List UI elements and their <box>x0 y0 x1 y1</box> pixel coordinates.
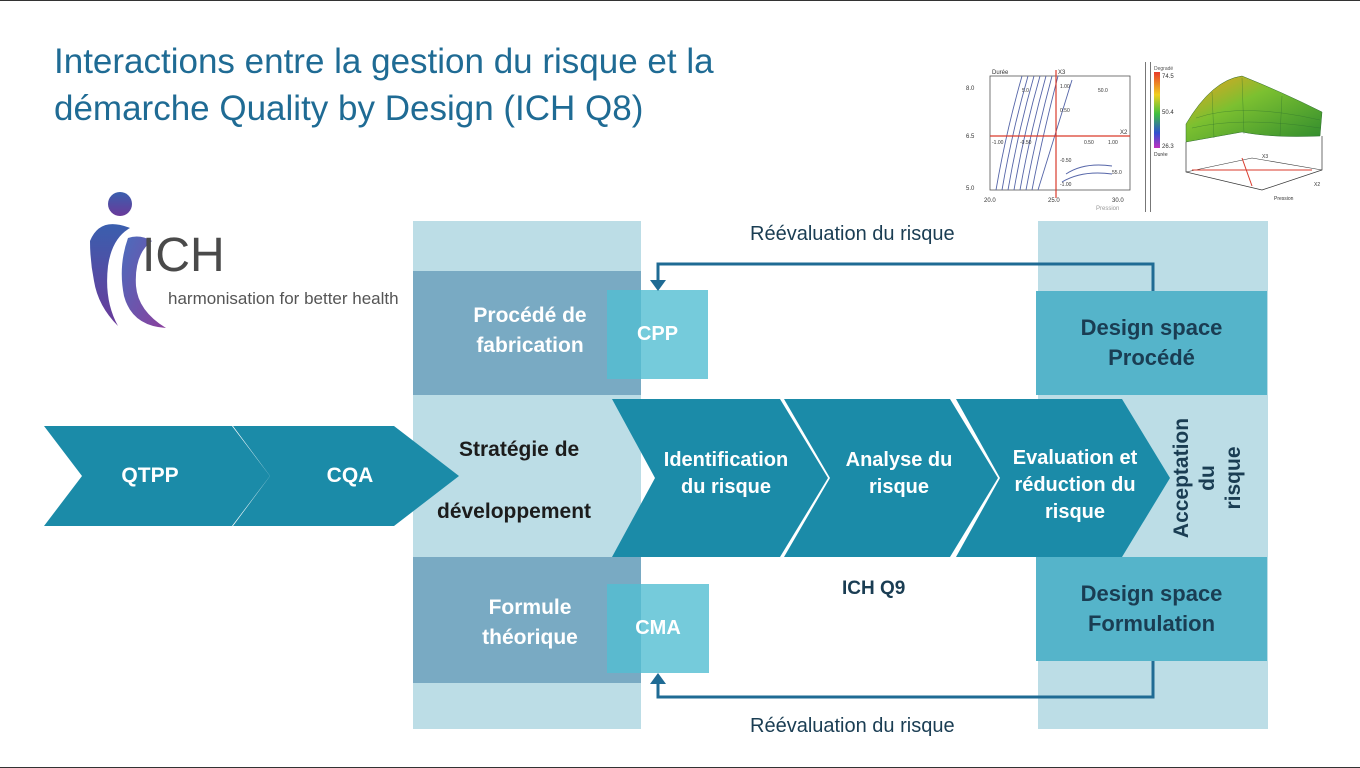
title-line-1: Interactions entre la gestion du risque … <box>54 42 714 81</box>
contour-plot: Durée X3 X2 8.0 6.5 5.0 20.0 25.0 30.0 P… <box>962 62 1140 212</box>
evaluation-line-2: réduction du <box>1014 473 1136 496</box>
contour-axis-x2: X2 <box>1120 130 1128 136</box>
contour-label-3: 55.0 <box>1112 170 1122 176</box>
formulation-label-line-2: théorique <box>482 626 578 649</box>
strategy-label-line-1: Stratégie de <box>459 438 580 461</box>
contour-y-tick-1: 8.0 <box>966 86 975 92</box>
logo-tagline: harmonisation for better health <box>168 289 399 308</box>
identification-label: Identification du risque <box>648 446 804 502</box>
logo-name: ICH <box>142 229 225 282</box>
contour-mark-7: 0.50 <box>1084 140 1094 146</box>
evaluation-line-3: risque <box>1044 500 1106 523</box>
analysis-line-2: risque <box>868 476 930 498</box>
qtpp-text: QTPP <box>121 464 179 487</box>
acceptance-line-3: risque <box>1222 446 1245 510</box>
design-space-formulation-box: Design space Formulation <box>1036 557 1267 661</box>
cma-label: CMA <box>635 617 681 639</box>
surface-plot: Degradé 74.5 50.4 26.3 Durée X3 X2 Press… <box>1152 62 1330 212</box>
analysis-chevron <box>784 399 998 557</box>
cma-box: CMA <box>607 584 709 673</box>
design-space-formulation-line-2: Formulation <box>1087 611 1216 636</box>
surface-axis-x2: X2 <box>1314 182 1320 188</box>
qtpp-label: QTPP <box>82 446 218 506</box>
contour-mark-2: 0.50 <box>1060 108 1070 114</box>
page-title: Interactions entre la gestion du risque … <box>54 38 854 132</box>
bottom-loop-arrowhead-icon <box>650 673 666 684</box>
qtpp-chevron <box>44 426 270 526</box>
evaluation-label: Evaluation et réduction du risque <box>996 443 1154 527</box>
identification-line-1: Identification <box>663 449 789 471</box>
process-label-line-2: fabrication <box>476 334 584 357</box>
surface-legend-mid: 50.4 <box>1162 110 1174 116</box>
contour-y-title: Durée <box>992 70 1009 76</box>
cpp-label: CPP <box>636 323 679 345</box>
top-loop-label: Réévaluation du risque <box>750 223 955 245</box>
contour-mark-4: -1.00 <box>1060 182 1072 188</box>
process-label-line-1: Procédé de <box>473 304 587 327</box>
contour-label-2: 50.0 <box>1098 88 1108 94</box>
evaluation-line-1: Evaluation et <box>1012 446 1138 469</box>
cqa-chevron <box>233 426 459 526</box>
process-label: Procédé de fabrication <box>450 296 610 366</box>
title-line-2: démarche Quality by Design (ICH Q8) <box>54 89 644 128</box>
top-border <box>0 0 1360 1</box>
cqa-text: CQA <box>326 464 374 487</box>
acceptance-label: Acceptation du risque <box>1153 399 1263 557</box>
contour-mark-5: -1.00 <box>992 140 1004 146</box>
design-space-process-line-2: Procédé <box>1108 345 1195 370</box>
surface-legend-max: 74.5 <box>1162 74 1174 80</box>
top-loop-arrowhead-icon <box>650 280 666 291</box>
identification-chevron <box>612 399 828 557</box>
acceptance-line-2: du <box>1196 465 1219 491</box>
bottom-loop-label: Réévaluation du risque <box>750 715 955 737</box>
strategy-label-line-2: développement <box>437 500 592 523</box>
analysis-line-1: Analyse du <box>845 449 953 471</box>
formulation-label-line-1: Formule <box>488 596 572 619</box>
surface-legend-min: 26.3 <box>1162 144 1174 150</box>
surface-legend-unit: Durée <box>1154 152 1168 158</box>
surface-legend-title: Degradé <box>1154 66 1173 72</box>
identification-line-2: du risque <box>680 476 771 498</box>
bottom-loop-line <box>656 661 1155 699</box>
top-loop-line <box>656 262 1155 291</box>
formulation-label: Formule théorique <box>450 588 610 658</box>
design-space-process-box: Design space Procédé <box>1036 291 1267 395</box>
acceptance-line-1: Acceptation <box>1170 417 1193 539</box>
contour-mark-1: 1.00 <box>1060 84 1070 90</box>
contour-axis-x3: X3 <box>1058 70 1066 76</box>
contour-mark-3: -0.50 <box>1060 158 1072 164</box>
contour-x-title: Pression <box>1096 206 1119 212</box>
ich-logo: ICH harmonisation for better health <box>70 186 400 356</box>
contour-x-tick-1: 20.0 <box>984 198 996 204</box>
evaluation-chevron <box>956 399 1170 557</box>
ich-logo-figure-icon <box>90 192 166 328</box>
formulation-band <box>413 557 641 683</box>
contour-x-tick-3: 30.0 <box>1112 198 1124 204</box>
analysis-label: Analyse du risque <box>826 446 972 502</box>
design-space-formulation-line-1: Design space <box>1080 581 1223 606</box>
contour-label-1: 5.0 <box>1022 88 1029 94</box>
process-band <box>413 271 641 395</box>
contour-mark-8: 1.00 <box>1108 140 1118 146</box>
contour-y-tick-2: 6.5 <box>966 134 975 140</box>
contour-y-tick-3: 5.0 <box>966 186 975 192</box>
design-space-process-line-1: Design space <box>1080 315 1223 340</box>
ich-q9-label: ICH Q9 <box>842 578 906 599</box>
cpp-box: CPP <box>607 290 708 379</box>
plot-divider <box>1145 62 1151 212</box>
contour-mark-6: -0.50 <box>1020 140 1032 146</box>
surface-axis-x3: X3 <box>1262 154 1268 160</box>
surface-x-title: Pression <box>1274 196 1294 202</box>
cqa-label: CQA <box>280 446 420 506</box>
contour-x-tick-2: 25.0 <box>1048 198 1060 204</box>
